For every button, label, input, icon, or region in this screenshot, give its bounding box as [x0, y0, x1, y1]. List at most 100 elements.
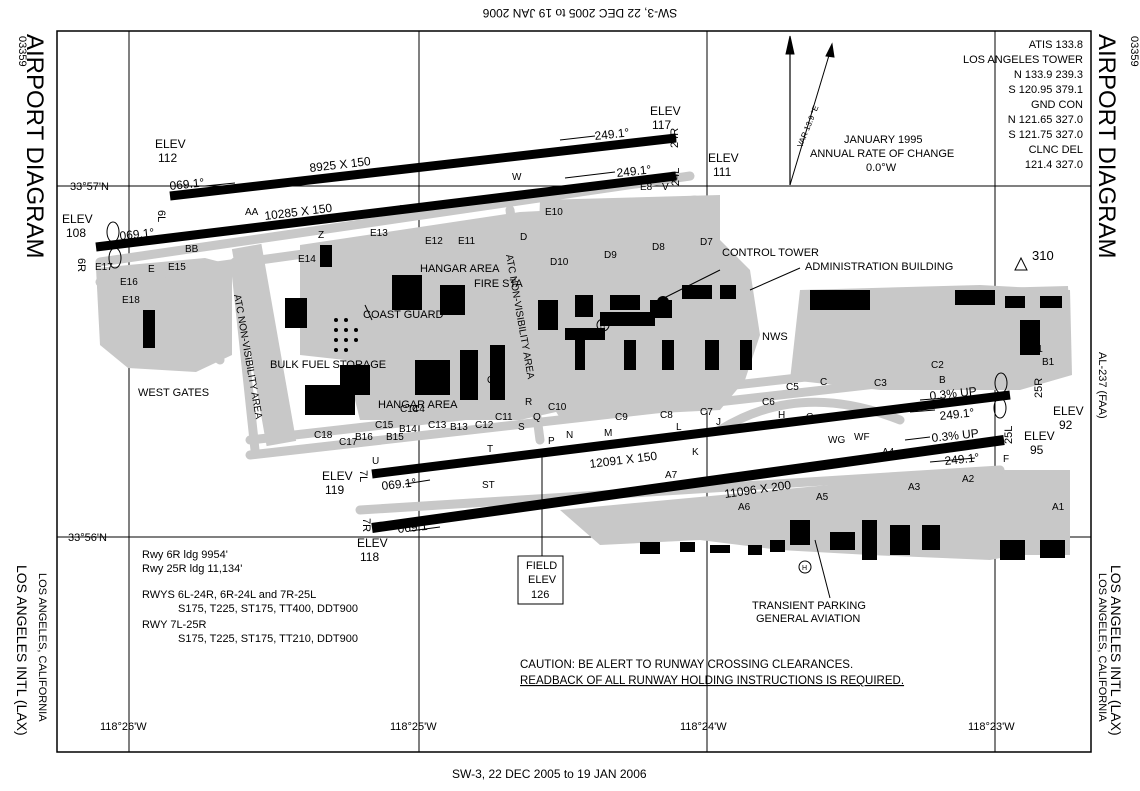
mag-var: VAR 13.9 °E [796, 104, 821, 149]
taxiway-label-c12: C12 [475, 420, 494, 431]
field-elev-box [517, 555, 564, 605]
comm-clnc-freq: 121.4 327.0 [1025, 159, 1083, 171]
taxiway-label-e12: E12 [425, 236, 443, 247]
taxiway-label-c18: C18 [314, 430, 333, 441]
west-gates: WEST GATES [138, 387, 209, 399]
taxiway-label-n: N [566, 430, 573, 441]
taxiway-label-d: D [520, 232, 527, 243]
taxiway-label-b1: B1 [1042, 357, 1055, 368]
taxiway-label-c: C [820, 377, 827, 388]
taxiway-label-c1: C1 [1030, 344, 1043, 355]
apron-strip-a [231, 243, 297, 447]
lon-3: 118°24'W [680, 721, 727, 733]
elev-24r-label: ELEV [650, 104, 681, 118]
taxiway-label-p: P [548, 436, 555, 447]
rwy-end-25l: 25L [1003, 426, 1015, 444]
taxiway-label-e10: E10 [545, 207, 563, 218]
north-arrow [785, 35, 835, 186]
runways [95, 133, 1011, 533]
rwy-6l24r-hdg-e: 249.1° [594, 125, 630, 143]
left-title: AIRPORT DIAGRAM [21, 34, 48, 259]
lon-1: 118°26'W [100, 721, 147, 733]
comm-gnd: GND CON [1031, 99, 1083, 111]
taxiway-label-q: Q [533, 412, 541, 423]
right-title: AIRPORT DIAGRAM [1093, 34, 1120, 259]
rwy-end-24l: 24L [670, 168, 682, 186]
hangar-area-n: HANGAR AREA [420, 263, 500, 275]
general-aviation: GENERAL AVIATION [756, 613, 860, 625]
taxiway-label-bb: BB [185, 244, 199, 255]
taxiway-label-a4: A4 [882, 447, 895, 458]
runway-6l-24r [169, 133, 677, 201]
taxiway-label-b13: B13 [450, 422, 468, 433]
rwy-7l25r-dims: 12091 X 150 [589, 449, 659, 471]
lon-4: 118°23'W [968, 721, 1015, 733]
terminal-apron [536, 195, 760, 418]
top-header: SW-3, 22 DEC 2005 to 19 JAN 2006 [482, 6, 678, 20]
left-city: LOS ANGELES, CALIFORNIA [36, 573, 48, 722]
rwy-7r25l-slope: 0.3% UP [931, 426, 980, 445]
lon-2: 118°25'W [390, 721, 437, 733]
taxiway-label-c6: C6 [762, 397, 775, 408]
taxiway-label-a5: A5 [816, 492, 829, 503]
elevations: ELEV 112 ELEV 117 ELEV 108 ELEV 111 ELEV… [62, 104, 1084, 564]
taxiway-label-m: M [604, 428, 612, 439]
taxiway-label-c9: C9 [615, 412, 628, 423]
taxiway-label-b: B [939, 375, 946, 386]
rwy-7l25r-hdg-e: 249.1° [939, 405, 975, 423]
taxiway-label-d10: D10 [550, 257, 569, 268]
taxiway-label-st: ST [482, 480, 495, 491]
taxiway-label-e: E [148, 264, 155, 275]
note-rwy6r: Rwy 6R ldg 9954' [142, 549, 228, 561]
helipad-south [798, 560, 812, 574]
note-rwys-group1-strength: S175, T225, ST175, TT400, DDT900 [178, 603, 358, 615]
taxiway-label-a3: A3 [908, 482, 921, 493]
taxiway-label-c8: C8 [660, 410, 673, 421]
taxiway-label-z: Z [318, 230, 324, 241]
taxiway-label-d9: D9 [604, 250, 617, 261]
taxiway-label-wg: WG [828, 435, 845, 446]
coast-guard: COAST GUARD [363, 309, 444, 321]
atc-symbol-icon [1014, 256, 1028, 271]
taxiway-label-b15: B15 [386, 432, 404, 443]
lat-south: 33°56'N [68, 532, 107, 544]
taxiway-label-j: J [716, 417, 721, 428]
taxiway-label-l: L [676, 422, 682, 433]
note-rwy25r: Rwy 25R ldg 11,134' [142, 563, 242, 575]
taxiway-label-c3: C3 [874, 378, 887, 389]
bottom-header: SW-3, 22 DEC 2005 to 19 JAN 2006 [452, 767, 647, 781]
mag-change-value: 0.0°W [866, 162, 897, 174]
taxiway-label-c10: C10 [548, 402, 567, 413]
rwy-end-6l: 6L [155, 210, 167, 222]
taxiway-label-c17: C17 [339, 437, 358, 448]
runway-7r-25l [371, 435, 1005, 533]
taxiway-label-wf: WF [854, 432, 870, 443]
note-rwy-group2: RWY 7L-25R [142, 619, 206, 631]
elev-7l-label: ELEV [322, 469, 353, 483]
nws: NWS [762, 331, 788, 343]
helipad-south-h-icon: H [802, 565, 807, 572]
rwy-6r24l-hdg-e: 249.1° [616, 162, 652, 180]
approach-lights [106, 221, 1008, 419]
comm-tower-s: S 120.95 379.1 [1008, 84, 1083, 96]
right-airport: LOS ANGELES INTL (LAX) [1108, 565, 1124, 736]
elev-24r-value: 117 [652, 118, 671, 132]
taxiway-label-c2: C2 [931, 360, 944, 371]
lat-north: 33°57'N [70, 181, 109, 193]
taxiway-label-c5: C5 [786, 382, 799, 393]
elev-25r-label: ELEV [1053, 404, 1084, 418]
taxiway-label-a: A [660, 482, 667, 493]
rwy-end-6r: 6R [75, 258, 87, 272]
taxiway-label-y: Y [400, 204, 407, 215]
leader-lines [364, 267, 831, 599]
runway-6r-24l [95, 171, 677, 252]
taxiway-label-e15: E15 [168, 262, 186, 273]
taxiway-label-c4: C4 [412, 404, 425, 415]
taxiway-label-e14: E14 [298, 254, 316, 265]
bulk-fuel: BULK FUEL STORAGE [270, 359, 386, 371]
fire-sta: FIRE STA [474, 278, 523, 290]
runway-labels: 8925 X 150 10285 X 150 12091 X 150 11096… [75, 125, 1045, 536]
taxiway-label-b14: B14 [399, 424, 417, 435]
